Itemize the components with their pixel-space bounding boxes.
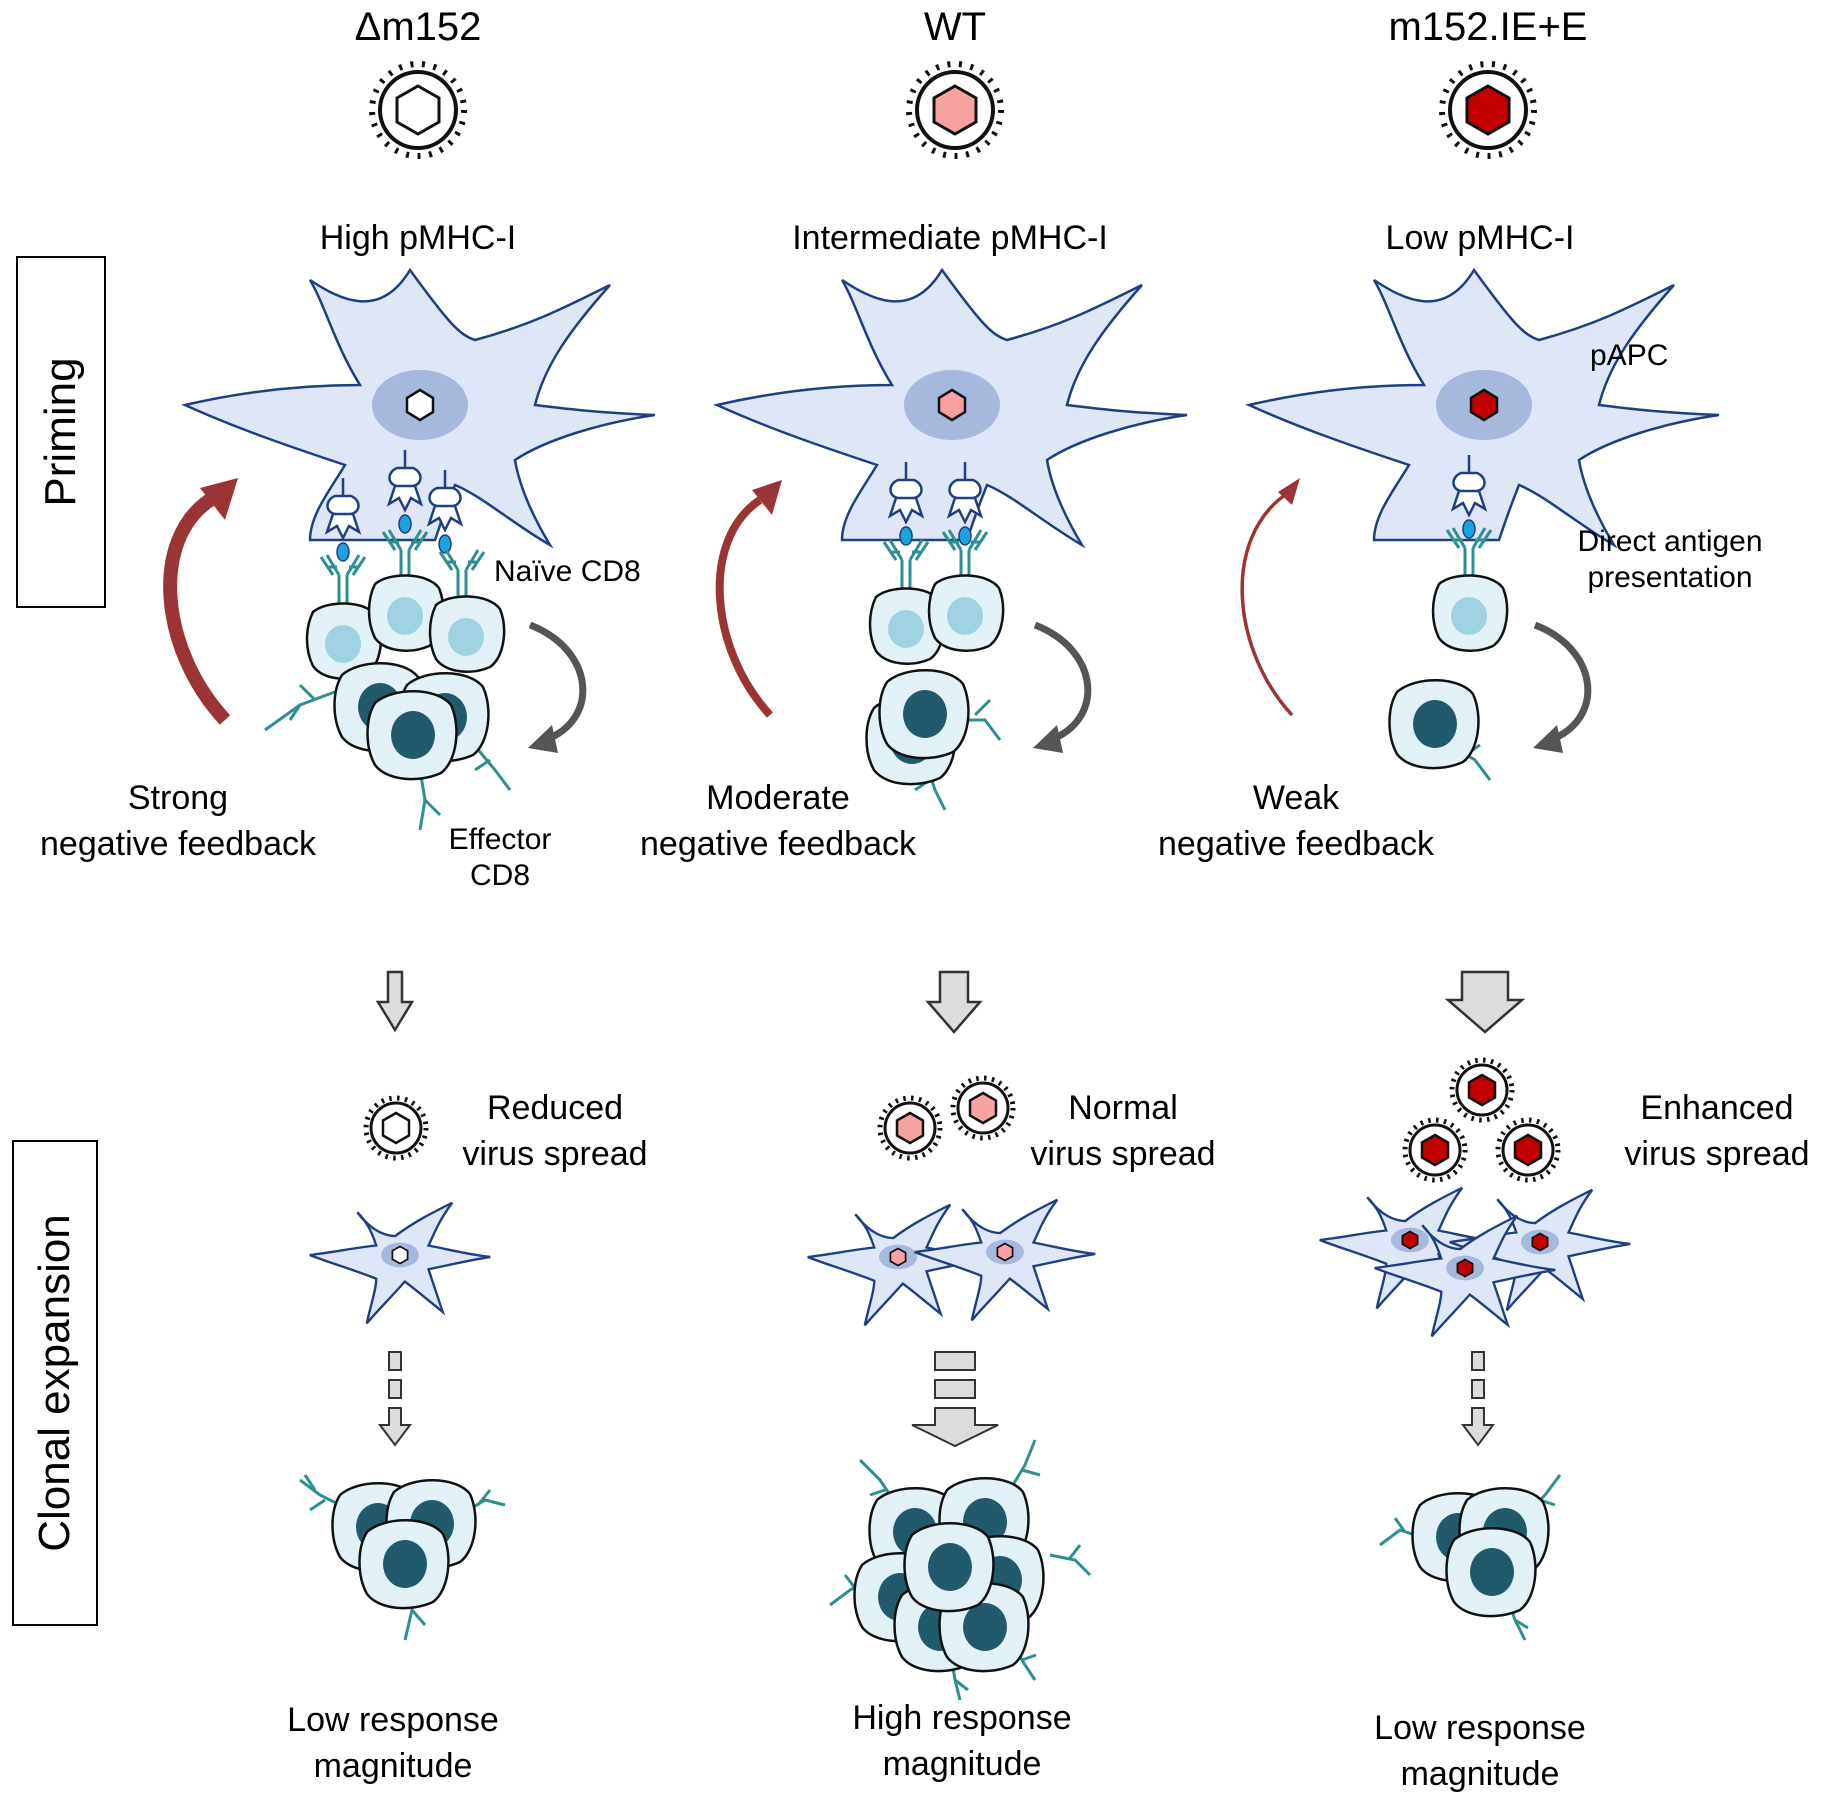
feedback-arrow-moderate	[715, 480, 782, 718]
feedback-label-ie-1: Weak	[1252, 779, 1340, 817]
response-label-ie-2: magnitude	[1400, 1755, 1560, 1793]
differentiation-arrow-wt	[1033, 621, 1092, 753]
stage-box-clonal-expansion: Clonal expansion	[12, 1140, 98, 1626]
strain-label-ie: m152.IE+E	[1388, 5, 1588, 49]
block-arrow-wt	[925, 970, 983, 1034]
response-label-ie-1: Low response	[1374, 1709, 1586, 1747]
effector-cd8-cluster-ie	[1388, 678, 1492, 781]
infected-cells-ie	[1318, 1186, 1632, 1338]
differentiation-arrow-ie	[1533, 621, 1592, 753]
papc-dm152	[183, 268, 657, 547]
feedback-label-wt-2: negative feedback	[640, 825, 916, 863]
dashed-arrow-wt	[911, 1351, 999, 1448]
infected-cells-wt	[806, 1198, 1097, 1327]
dashed-arrow-dm152	[378, 1351, 412, 1447]
stage-label-clonal-expansion: Clonal expansion	[30, 1214, 79, 1552]
spread-label-dm152-2: virus spread	[462, 1135, 648, 1173]
virion-ie	[1439, 61, 1537, 159]
spread-label-wt-2: virus spread	[1030, 1135, 1216, 1173]
naive-cd8-cells-ie	[1431, 526, 1509, 652]
strain-label-dm152: Δm152	[354, 5, 482, 49]
spread-label-ie-2: virus spread	[1624, 1135, 1810, 1173]
differentiation-arrow-dm152	[528, 621, 587, 753]
response-label-dm152-2: magnitude	[313, 1747, 473, 1785]
feedback-arrow-weak	[1240, 478, 1300, 717]
response-cluster-wt	[829, 1439, 1092, 1701]
feedback-label-dm152-2: negative feedback	[40, 825, 316, 863]
response-label-wt-1: High response	[852, 1699, 1072, 1737]
spread-label-wt-1: Normal	[1068, 1089, 1178, 1127]
effector-cd8-label-1: Effector	[448, 823, 552, 856]
virion-dm152	[369, 61, 467, 159]
response-cluster-dm152	[299, 1474, 506, 1641]
pmhc-label-ie: Low pMHC-I	[1385, 219, 1575, 257]
response-label-dm152-1: Low response	[287, 1701, 499, 1739]
naive-cd8-label: Naïve CD8	[494, 555, 641, 588]
dashed-arrow-ie	[1461, 1351, 1495, 1447]
pmhc-label-dm152: High pMHC-I	[319, 219, 517, 257]
direct-presentation-label-2: presentation	[1587, 561, 1753, 594]
effector-cd8-cluster-dm152	[264, 661, 512, 831]
effector-cd8-cluster-wt	[865, 668, 1002, 811]
block-arrow-ie	[1444, 970, 1526, 1034]
feedback-arrow-strong	[163, 478, 238, 725]
feedback-label-dm152-1: Strong	[127, 779, 229, 817]
response-label-wt-2: magnitude	[882, 1745, 1042, 1783]
block-arrow-dm152	[375, 970, 415, 1033]
effector-cd8-label-2: CD8	[469, 859, 530, 892]
response-cluster-ie	[1379, 1474, 1562, 1641]
feedback-label-ie-2: negative feedback	[1158, 825, 1434, 863]
virion-wt	[906, 61, 1004, 159]
stage-box-priming: Priming	[16, 256, 106, 608]
pmhc-label-wt: Intermediate pMHC-I	[792, 219, 1108, 257]
strain-label-wt: WT	[923, 5, 987, 49]
papc-label: pAPC	[1590, 339, 1669, 372]
spread-virions-ie	[1402, 1057, 1561, 1183]
spread-virions-wt	[877, 1075, 1016, 1161]
naive-cd8-cells-wt	[868, 528, 1005, 665]
feedback-label-wt-1: Moderate	[706, 779, 850, 817]
spread-label-dm152-1: Reduced	[486, 1089, 624, 1127]
direct-presentation-label-1: Direct antigen	[1577, 525, 1763, 558]
stage-label-priming: Priming	[36, 357, 85, 507]
spread-label-ie-1: Enhanced	[1640, 1089, 1794, 1127]
papc-wt	[715, 268, 1189, 547]
papc-ie	[1247, 268, 1721, 547]
infected-cells-dm152	[308, 1201, 492, 1325]
spread-virion-dm152	[363, 1095, 429, 1161]
